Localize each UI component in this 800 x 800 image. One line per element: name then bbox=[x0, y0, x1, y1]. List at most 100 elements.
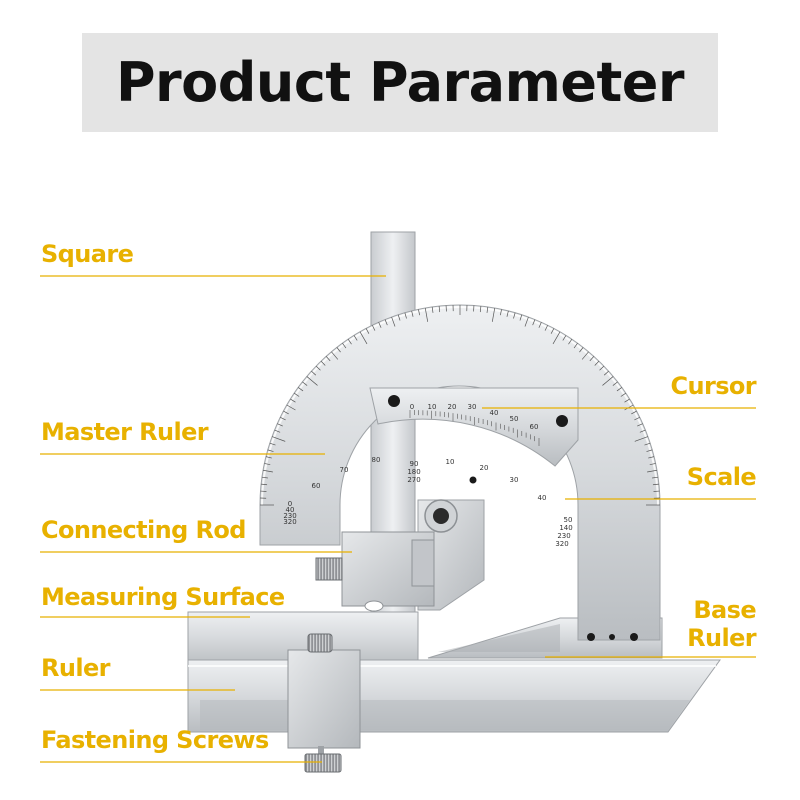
master-tick bbox=[418, 309, 421, 316]
master-tick bbox=[499, 309, 502, 316]
master-tick bbox=[267, 449, 274, 452]
master-tick bbox=[265, 456, 272, 459]
cursor-num-60: 60 bbox=[530, 423, 539, 431]
master-num-30: 30 bbox=[510, 476, 519, 484]
master-tick bbox=[404, 312, 407, 319]
master-tick bbox=[286, 404, 296, 411]
master-tick bbox=[283, 410, 289, 415]
master-tick bbox=[302, 381, 308, 386]
master-num-320b: 320 bbox=[283, 518, 296, 526]
cursor-num-50: 50 bbox=[510, 415, 519, 423]
master-num-80: 80 bbox=[372, 456, 381, 464]
master-tick bbox=[599, 365, 605, 371]
master-num-10: 10 bbox=[446, 458, 455, 466]
master-tick bbox=[297, 387, 304, 392]
master-tick bbox=[411, 310, 414, 317]
master-tick bbox=[532, 319, 536, 326]
master-tick bbox=[550, 328, 555, 334]
master-tick bbox=[513, 312, 516, 319]
master-scale-ticks bbox=[260, 305, 660, 506]
master-tick bbox=[524, 316, 529, 327]
master-tick bbox=[384, 319, 388, 326]
master-tick bbox=[631, 410, 637, 415]
master-num-140: 140 bbox=[559, 524, 572, 532]
cursor-num-40: 40 bbox=[490, 409, 499, 417]
master-tick bbox=[353, 335, 358, 341]
master-tick bbox=[438, 306, 441, 313]
master-tick bbox=[646, 449, 653, 452]
cursor-screw-right bbox=[556, 415, 568, 427]
master-tick bbox=[372, 325, 376, 331]
label-square: Square bbox=[41, 240, 134, 268]
center-dot bbox=[469, 476, 477, 484]
master-tick bbox=[552, 331, 561, 345]
master-tick bbox=[331, 351, 339, 360]
master-tick bbox=[306, 376, 318, 386]
title-banner: Product Parameter bbox=[82, 33, 718, 132]
base-screw-1 bbox=[587, 633, 595, 641]
master-tick bbox=[315, 365, 321, 371]
master-tick bbox=[491, 307, 496, 322]
cursor-num-0: 0 bbox=[410, 403, 414, 411]
master-tick bbox=[261, 483, 268, 486]
top-fastening-screw bbox=[307, 633, 333, 653]
master-tick bbox=[431, 306, 434, 313]
master-tick bbox=[538, 322, 542, 328]
label-cursor: Cursor bbox=[670, 372, 756, 400]
master-tick bbox=[652, 483, 659, 486]
master-tick bbox=[336, 347, 341, 353]
master-tick bbox=[271, 436, 286, 442]
master-tick bbox=[573, 342, 578, 349]
base-screw-2 bbox=[609, 634, 615, 640]
master-tick bbox=[624, 398, 630, 403]
master-num-60: 60 bbox=[312, 482, 321, 490]
master-num-70: 70 bbox=[340, 466, 349, 474]
master-tick bbox=[293, 392, 300, 397]
cursor-num-10: 10 bbox=[428, 403, 437, 411]
master-tick bbox=[594, 360, 600, 366]
label-base-ruler: Base Ruler bbox=[687, 596, 757, 652]
master-tick bbox=[634, 417, 640, 421]
cursor-scale-ticks bbox=[409, 410, 540, 446]
label-scale: Scale bbox=[686, 463, 757, 491]
master-tick bbox=[649, 463, 656, 466]
master-num-40b: 40 bbox=[286, 506, 295, 514]
master-tick bbox=[347, 338, 352, 345]
label-base-ruler-line2: Ruler bbox=[687, 624, 757, 652]
master-num-40: 40 bbox=[538, 494, 547, 502]
master-tick bbox=[391, 316, 396, 327]
master-tick bbox=[261, 476, 268, 479]
fastening-block bbox=[287, 649, 361, 749]
master-tick bbox=[290, 398, 296, 403]
master-tick bbox=[581, 351, 589, 360]
master-tick bbox=[397, 314, 401, 321]
master-tick bbox=[264, 463, 271, 466]
master-tick bbox=[325, 356, 331, 362]
master-tick bbox=[277, 423, 283, 427]
label-measuring-surface: Measuring Surface bbox=[41, 583, 285, 611]
master-tick bbox=[620, 392, 627, 397]
master-tick bbox=[424, 307, 429, 322]
master-tick bbox=[647, 469, 658, 473]
master-tick bbox=[634, 436, 649, 442]
master-num-180: 180 bbox=[407, 468, 420, 476]
master-tick bbox=[568, 338, 573, 345]
label-base-ruler-line1: Base bbox=[693, 596, 756, 624]
label-master-ruler: Master Ruler bbox=[41, 418, 209, 446]
master-tick bbox=[648, 456, 655, 459]
master-tick bbox=[639, 429, 646, 433]
master-tick bbox=[479, 306, 482, 313]
master-tick bbox=[579, 347, 584, 353]
master-tick bbox=[506, 310, 509, 317]
master-tick bbox=[603, 370, 609, 376]
master-tick bbox=[320, 360, 326, 366]
master-tick bbox=[342, 342, 347, 349]
master-tick bbox=[562, 335, 567, 341]
master-tick bbox=[589, 356, 595, 362]
master-num-50: 50 bbox=[564, 516, 573, 524]
cursor-num-30: 30 bbox=[468, 403, 477, 411]
page-title: Product Parameter bbox=[115, 51, 685, 114]
master-tick bbox=[544, 325, 548, 331]
cursor-screw-left bbox=[388, 395, 400, 407]
